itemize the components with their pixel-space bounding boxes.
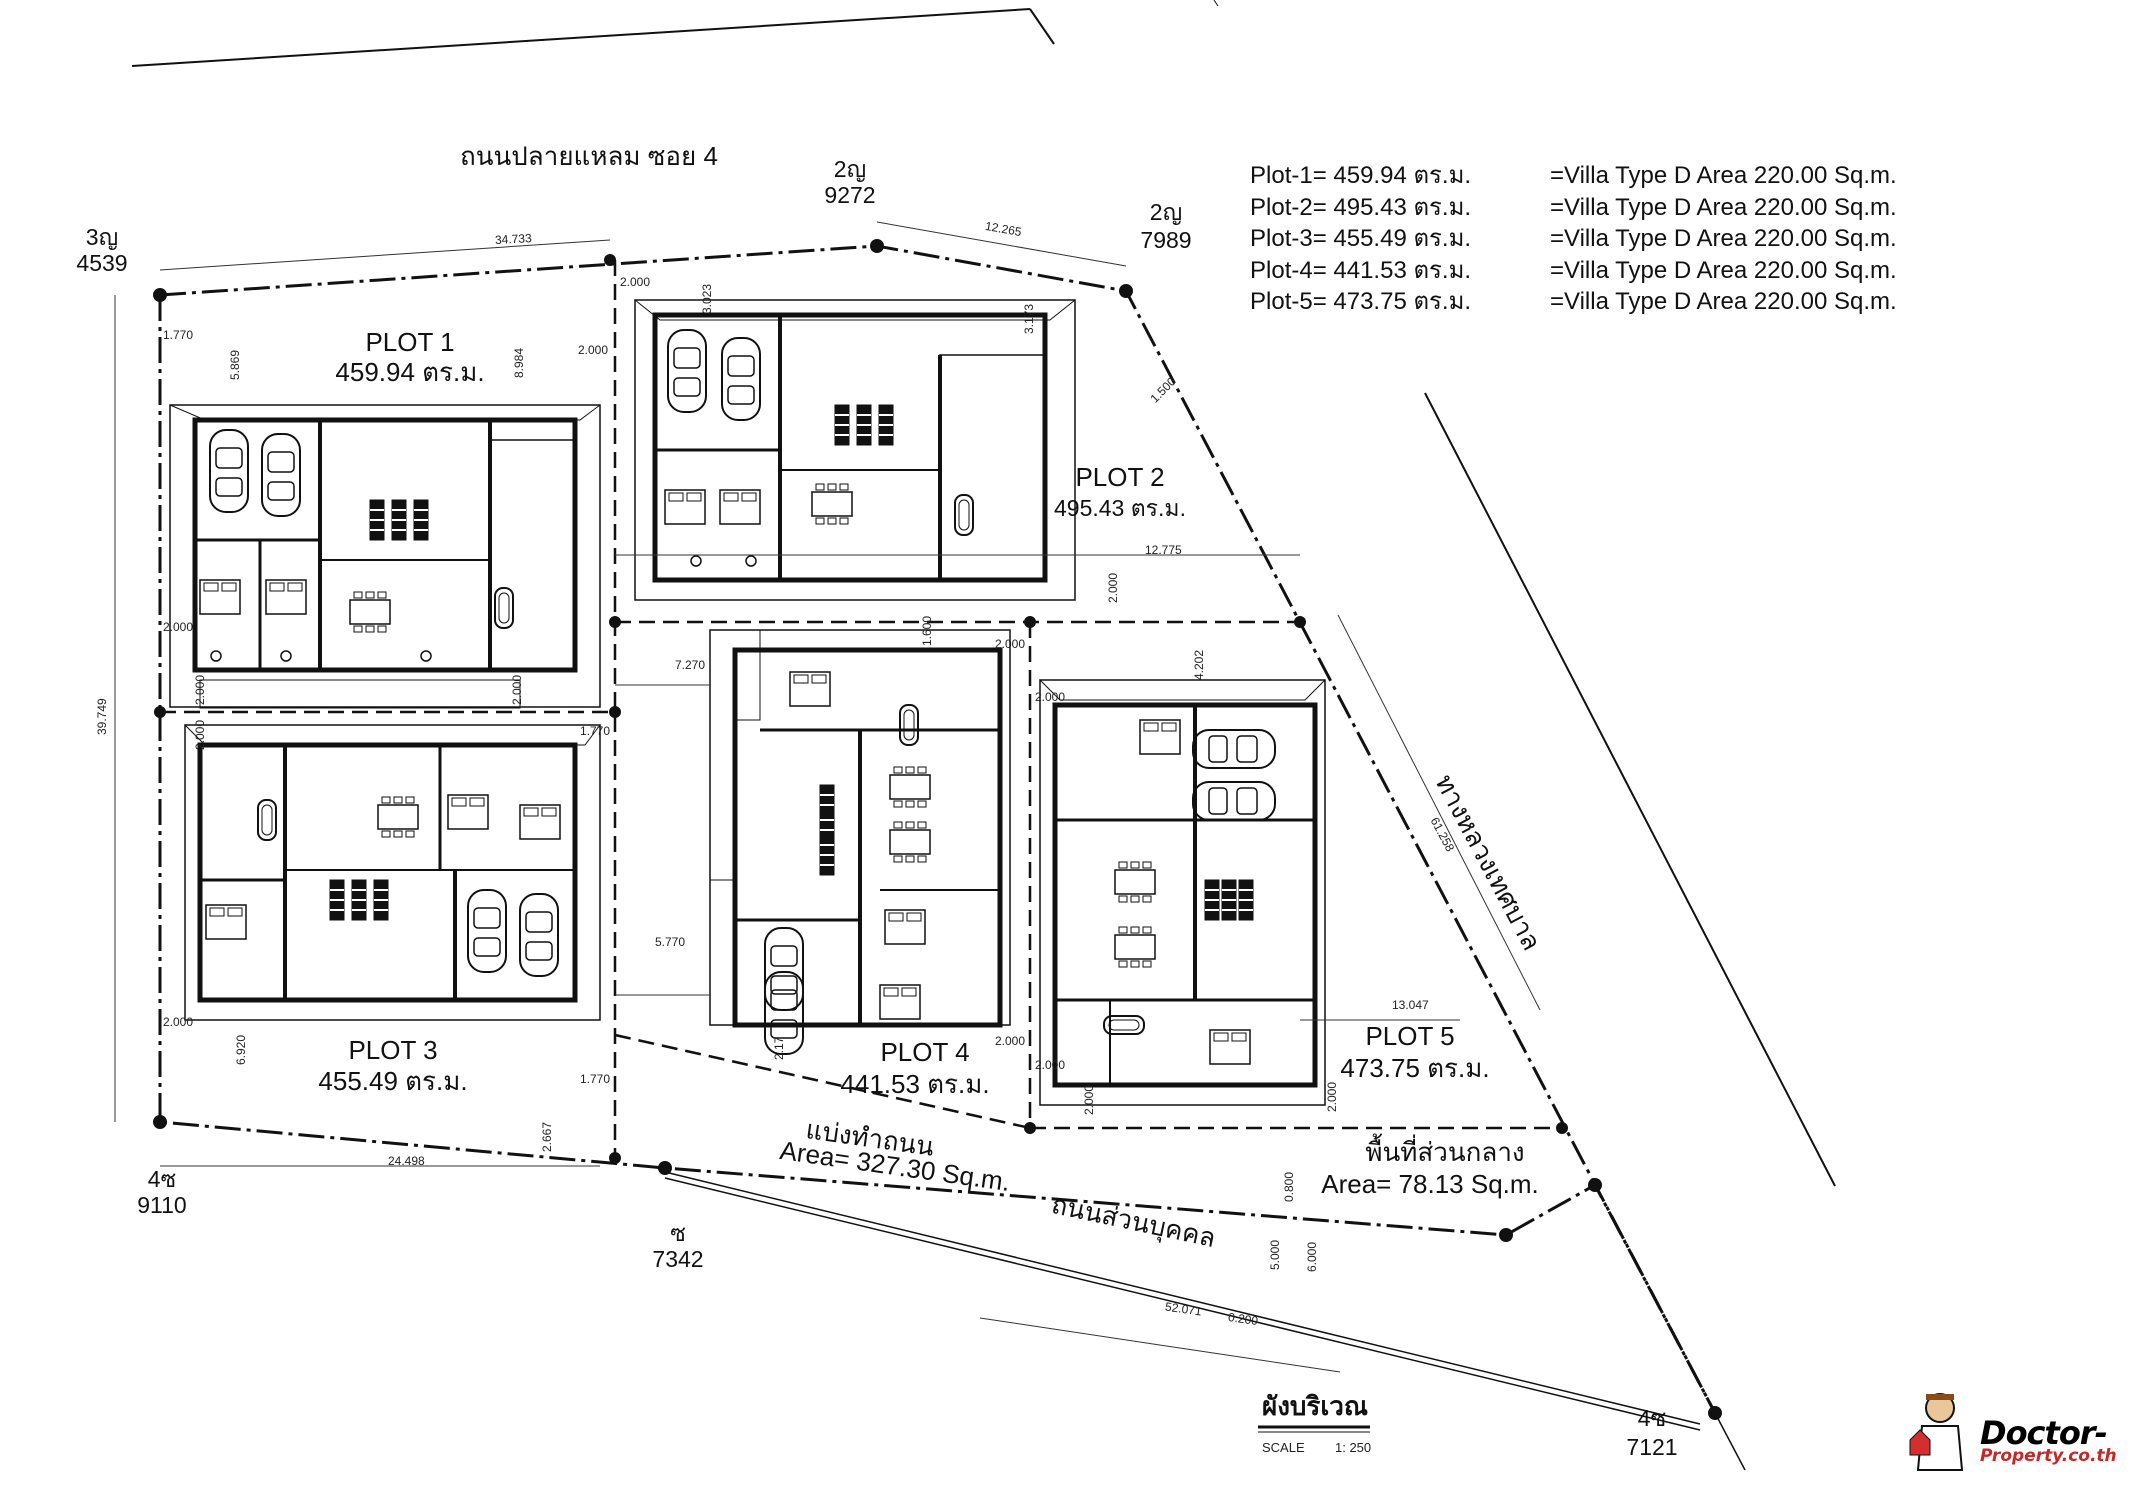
dimension-label: 24.498 [388,1154,425,1168]
survey-markers [153,239,1722,1420]
dimension-label: 2.000 [163,620,194,634]
dimension-label: 1.770 [580,1072,611,1086]
logo-text-doctor: Doctor- [1980,1414,2108,1452]
marker-number: 7342 [652,1246,704,1272]
dimension-label: 2.000 [1082,1084,1096,1115]
common-area-size: Area= 78.13 Sq.m. [1321,1169,1539,1199]
villa-plot-1 [169,404,601,709]
scale-value: 1: 250 [1335,1440,1372,1455]
site-boundary [131,0,1836,1471]
plot-legend: Plot-1= 459.94 ตร.ม. =Villa Type D Area 2… [1250,160,1897,318]
legend-villa: =Villa Type D Area 220.00 Sq.m. [1550,193,1897,221]
plot-1-name: PLOT 1 [365,327,455,357]
dimension-label: 2.000 [1106,572,1120,603]
legend-row: Plot-4= 441.53 ตร.ม. =Villa Type D Area 2… [1250,255,1897,287]
legend-villa: =Villa Type D Area 220.00 Sq.m. [1550,256,1897,284]
dimension-label: 2.000 [620,275,651,289]
plot-1-area: 459.94 ตร.ม. [335,357,485,387]
marker-number: 9272 [824,182,876,208]
marker-code: 4ซ [1637,1405,1667,1431]
dimension-label: 3.173 [1022,303,1036,334]
plot-4-name: PLOT 4 [880,1037,970,1067]
dimension-label: 2.000 [578,343,609,357]
plot-3-area: 455.49 ตร.ม. [318,1066,468,1096]
dimension-label: 12.775 [1145,543,1182,557]
scale-label: SCALE [1262,1440,1305,1455]
dimension-label: 2.17 [772,1036,786,1060]
legend-row: Plot-2= 495.43 ตร.ม. =Villa Type D Area 2… [1250,192,1897,224]
marker-code: 2ญ [1149,199,1183,225]
scale-title: ผังบริเวณ [1262,1391,1369,1421]
dimension-label: 2.000 [193,719,207,750]
marker-code: ซ [670,1220,686,1246]
plot-2-area: 495.43 ตร.ม. [1054,495,1186,521]
dimension-label: 4.202 [1192,649,1206,680]
legend-villa: =Villa Type D Area 220.00 Sq.m. [1550,162,1897,189]
marker-code: 4ซ [147,1166,177,1192]
dimension-label: 1.600 [920,615,934,646]
road-top-label: ถนนปลายแหลม ซอย 4 [460,141,718,171]
plot-2-name: PLOT 2 [1075,462,1165,492]
dimension-lines [114,221,1541,1373]
dimension-label: 3.023 [700,283,714,314]
dimension-label: 13.047 [1392,998,1429,1012]
villa-plot-5 [1039,679,1326,1106]
scale-bar [1258,1425,1370,1433]
marker-code: 3ญ [85,224,119,250]
dimension-label: 2.000 [995,637,1026,651]
marker-number: 7989 [1140,227,1192,253]
dimension-label: 5.869 [228,349,242,380]
dimension-label: 6.920 [234,1034,248,1065]
plot-5-area: 473.75 ตร.ม. [1340,1053,1490,1083]
dimension-label: 2.000 [163,1015,194,1029]
legend-plot: Plot-2= 495.43 ตร.ม. [1250,193,1472,221]
common-area-title: พื้นที่ส่วนกลาง [1365,1137,1525,1167]
dimension-label: 2.667 [540,1121,554,1152]
dimension-label: 5.000 [1268,1239,1282,1270]
dimension-label: 2.000 [510,674,524,705]
marker-number: 9110 [137,1192,187,1218]
dimension-label: 0.800 [1282,1171,1296,1202]
plot-3-name: PLOT 3 [348,1035,438,1065]
villa-plot-4 [709,629,1011,1055]
legend-plot: Plot-4= 441.53 ตร.ม. [1250,256,1472,284]
dimension-label: 2.000 [193,674,207,705]
dimension-label: 2.000 [1035,690,1066,704]
logo-text-property: Property.co.th [1980,1446,2117,1466]
logo-mascot [1909,1393,1964,1471]
legend-row: Plot-3= 455.49 ตร.ม. =Villa Type D Area 2… [1250,223,1897,255]
dimension-label: 1.770 [163,328,194,342]
legend-plot: Plot-3= 455.49 ตร.ม. [1250,225,1472,252]
marker-number: 4539 [76,250,128,276]
plot-5-name: PLOT 5 [1365,1021,1455,1051]
legend-plot: Plot-1= 459.94 ตร.ม. [1250,162,1472,189]
dimension-label: 8.984 [512,347,526,378]
dimension-label: 5.770 [655,935,686,949]
legend-plot: Plot-5= 473.75 ตร.ม. [1250,288,1472,315]
plot-boundaries [160,260,1562,1158]
marker-number: 7121 [1626,1434,1678,1460]
dimension-label: 34.733 [494,231,533,247]
marker-code: 2ญ [833,156,867,182]
villa-plot-3 [184,724,601,1021]
dimension-label: 6.000 [1305,1241,1319,1272]
dimension-label: 1.770 [580,724,611,738]
dimension-label: 2.000 [1035,1058,1066,1072]
legend-villa: =Villa Type D Area 220.00 Sq.m. [1550,288,1897,315]
plot-4-area: 441.53 ตร.ม. [840,1069,990,1099]
legend-row: Plot-5= 473.75 ตร.ม. =Villa Type D Area 2… [1250,286,1897,318]
legend-villa: =Villa Type D Area 220.00 Sq.m. [1550,225,1897,252]
dimension-label: 2.000 [1325,1081,1339,1112]
doctor-property-logo: Doctor- Property.co.th [1910,1388,2120,1472]
legend-row: Plot-1= 459.94 ตร.ม. =Villa Type D Area 2… [1250,160,1897,192]
dimension-label: 7.270 [675,658,706,672]
dimension-label: 2.000 [995,1034,1026,1048]
dimension-label: 39.749 [95,698,109,735]
villa-plot-2 [634,299,1076,601]
